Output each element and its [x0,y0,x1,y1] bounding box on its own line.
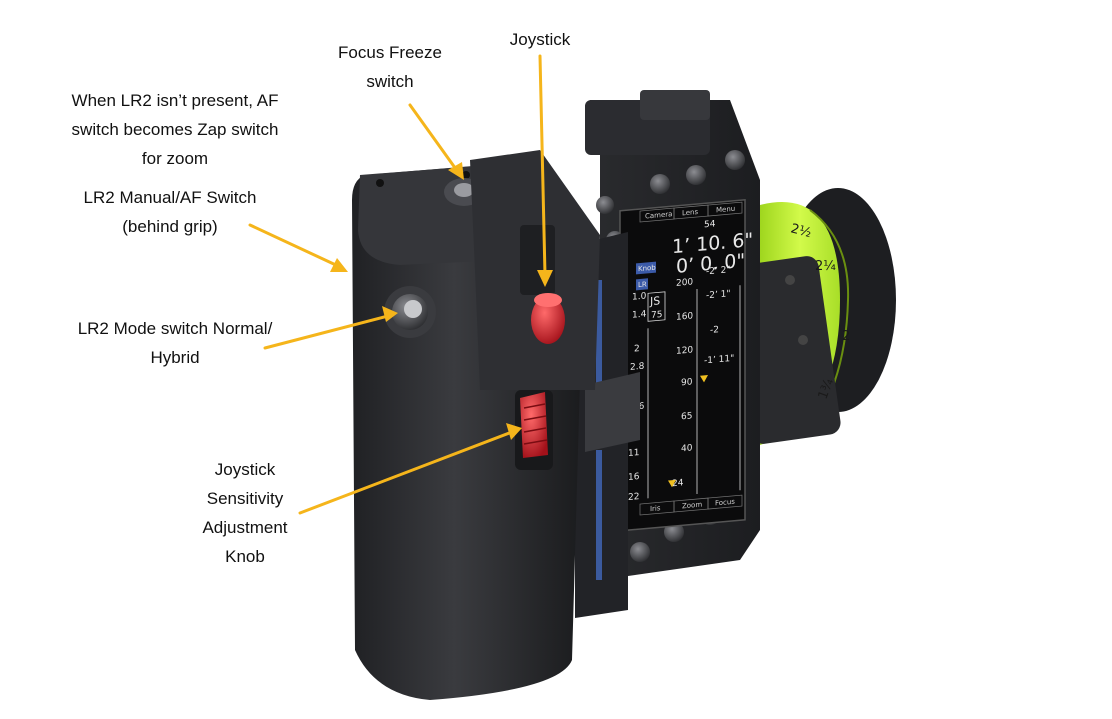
ring-mark: 2 [842,329,850,344]
callout-joystick: Joystick [495,25,585,54]
arrow-joystick [538,54,547,277]
top-button-icon [686,165,706,185]
focus-ring-marks: 2½ 2¼ 2 1¾ [789,221,850,401]
callout-zap-switch: When LR2 isn’t present, AF switch become… [50,86,300,173]
callout-line: switch [366,72,414,91]
screen-tab-iris: Iris [650,503,661,513]
bottom-button-icon [630,542,650,562]
callout-focus-freeze: Focus Freeze switch [330,38,450,96]
display-screen: Camera Lens Menu 54 1’ 10. 6" 0’ 0. 0" K… [619,199,753,532]
callout-line: When LR2 isn’t present, AF [71,91,279,110]
screen-lr-badge: LR [638,279,647,289]
iris-tick: 11 [628,448,639,459]
arrow-lr2-mode [263,314,390,350]
zoom-tick: 90 [681,377,693,388]
callout-line: switch becomes Zap switch [71,120,279,139]
arrowhead-icon [537,270,553,287]
iris-tick: 22 [628,492,639,503]
callout-lr2-af-switch: LR2 Manual/AF Switch (behind grip) [70,183,270,241]
zoom-tick: 120 [676,345,693,357]
callout-lr2-mode-switch: LR2 Mode switch Normal/ Hybrid [70,314,280,372]
zoom-marker-icon [668,479,676,488]
zoom-tick: 40 [681,443,693,454]
arrow-lr2-af [248,223,340,268]
iris-tick: 1.4 [632,309,647,320]
zoom-tick: 24 [672,478,684,489]
callout-arrows [248,54,553,515]
focus-tick: -1’ 11" [704,354,734,367]
screen-js-label: JS [649,294,660,308]
ring-mark: 2½ [789,221,813,241]
focus-tick: -2 [710,325,719,336]
screen-js-value: 75 [651,310,662,321]
callout-line: Sensitivity [206,489,284,508]
callout-line: Focus Freeze [338,43,442,62]
zoom-tick: 160 [676,311,693,323]
arrow-sensitivity [298,430,514,515]
side-button-icon [596,196,614,214]
arrowhead-icon [382,306,398,322]
top-button-icon [650,174,670,194]
iris-tick: 2 [634,344,640,354]
iris-tick: 2.8 [630,362,645,373]
screen-tab-zoom: Zoom [682,500,702,511]
screen-knob-badge: Knob [638,263,656,274]
top-button-icon [725,150,745,170]
callout-line: Joystick [214,460,276,479]
screen-tab-camera: Camera [645,209,672,220]
callout-line: Knob [225,547,265,566]
callout-line: LR2 Manual/AF Switch [83,188,257,207]
callout-line: for zoom [141,149,209,168]
hand-grip [352,150,600,700]
joystick-icon [531,296,565,344]
callout-line: Joystick [509,30,571,49]
ring-mark: 2¼ [815,259,836,274]
iris-tick: 1.0 [632,291,647,302]
focus-tick: -2’ 1" [706,289,731,301]
focus-marker-icon [700,375,708,383]
callout-line: (behind grip) [122,217,218,236]
focus-scale: -2’ 2" -2’ 1" -2 -1’ 11" [700,265,734,383]
screen-tab-lens: Lens [682,207,698,217]
callout-sensitivity-knob: Joystick Sensitivity Adjustment Knob [190,455,300,571]
screen-tab-menu: Menu [716,204,735,215]
callout-line: LR2 Mode switch Normal/ [77,319,273,338]
focus-tick: -2’ 2" [706,265,731,277]
ring-mark: 1¾ [816,376,837,401]
iris-tick: 16 [628,472,640,483]
zoom-scale: 200 160 120 90 65 40 24 [668,277,693,489]
screen-status: 54 [704,219,716,230]
callout-line: Adjustment [202,518,288,537]
arrow-focus-freeze [408,103,460,174]
zoom-tick: 200 [676,277,693,289]
arrowhead-icon [506,423,522,440]
arrowhead-icon [448,162,464,180]
screen-tab-focus: Focus [715,497,735,508]
arrowhead-icon [330,258,348,272]
zoom-tick: 65 [681,411,692,422]
callout-line: Hybrid [150,348,200,367]
sensitivity-knob-icon [520,392,548,458]
